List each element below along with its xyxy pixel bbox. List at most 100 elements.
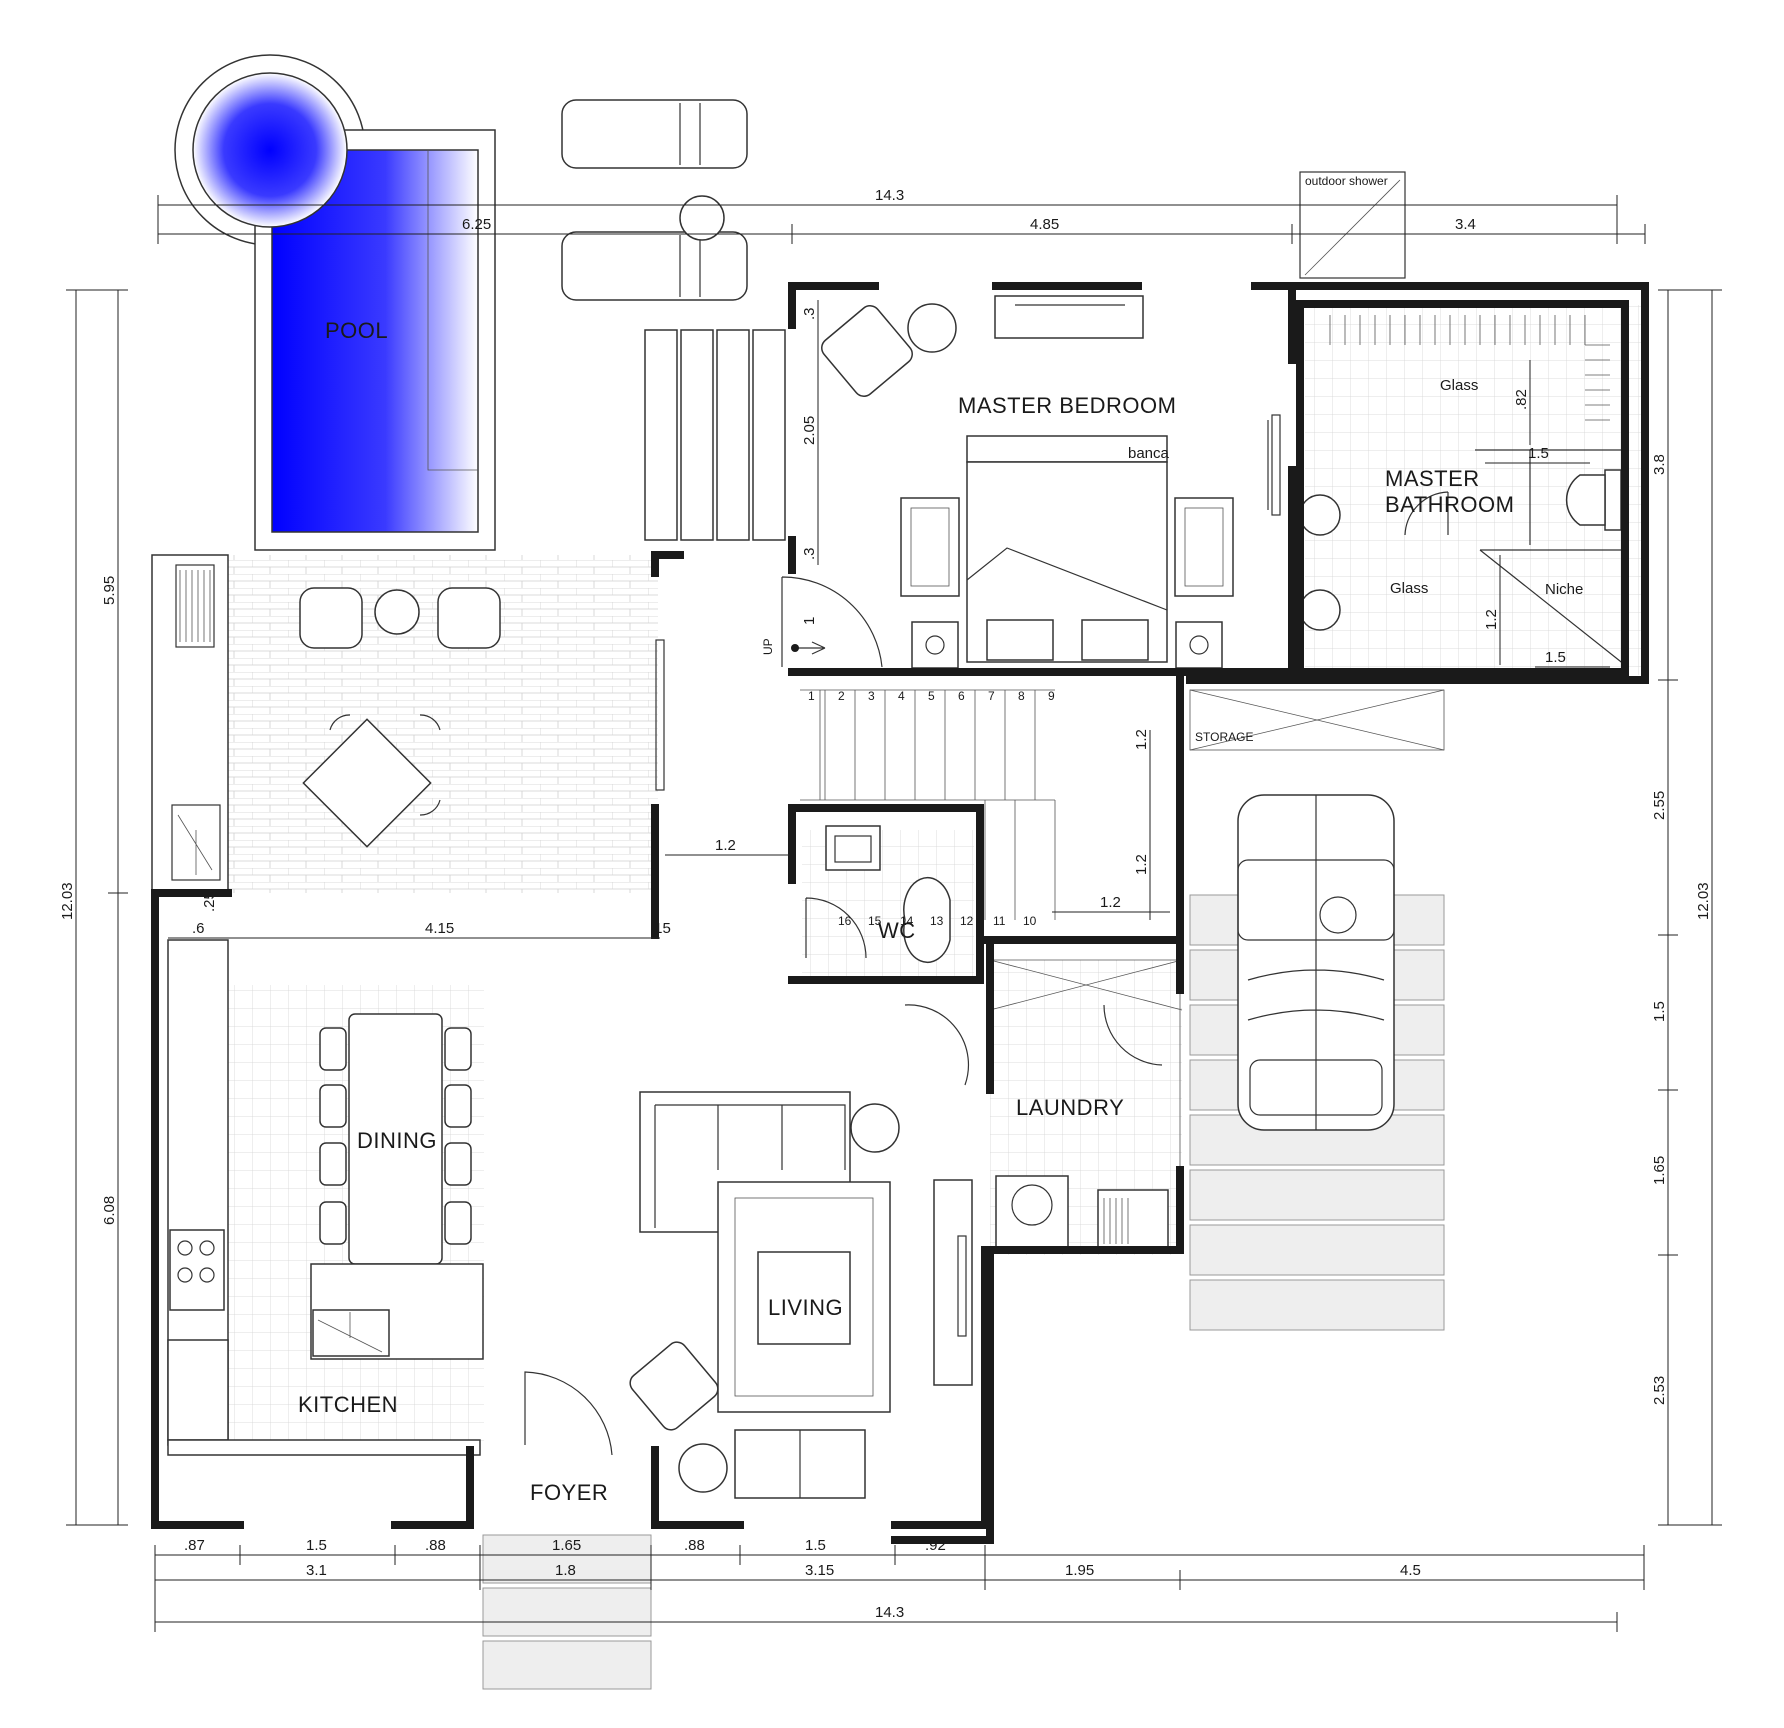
- dim-top-c: 3.4: [1455, 216, 1476, 233]
- dim-top-a: 6.25: [462, 216, 491, 233]
- master-bathroom-label-1: MASTER: [1385, 466, 1480, 491]
- master-bathroom-label-2: BATHROOM: [1385, 492, 1514, 517]
- stair-numbers: 1 2 3 4 5 6 7 8 9 10 11 12 13 14 15 16: [808, 689, 1055, 928]
- island-sink: [312, 1309, 390, 1357]
- step-number: 8: [1018, 689, 1025, 703]
- nightstand: [911, 621, 959, 669]
- dim-bottom-r2-1: 3.1: [306, 1562, 327, 1579]
- entry-pavers: [482, 1534, 652, 1690]
- dim-bed-1: 1: [801, 617, 818, 625]
- dim-bottom-1: .87: [184, 1537, 205, 1554]
- dim-bottom-3: .88: [425, 1537, 446, 1554]
- living-label: LIVING: [768, 1295, 843, 1320]
- living-side-table-2: [678, 1443, 728, 1493]
- terrace-chair: [437, 587, 501, 649]
- dim-bath-15-top: 1.5: [1528, 445, 1549, 462]
- lounger: [561, 99, 748, 169]
- terrace: [151, 554, 665, 894]
- laundry-label: LAUNDRY: [1016, 1095, 1124, 1120]
- step-number: 5: [928, 689, 935, 703]
- terrace-chair: [299, 587, 363, 649]
- dim-bath-12: 1.2: [1483, 609, 1500, 630]
- pillow: [1081, 619, 1149, 661]
- dimension-lines: [66, 195, 1722, 1632]
- tv-console: [994, 295, 1144, 339]
- dim-right-e: 2.53: [1651, 1376, 1668, 1405]
- dim-bottom-r2-2: 1.8: [555, 1562, 576, 1579]
- spa-water: [192, 72, 348, 228]
- step-number: 7: [988, 689, 995, 703]
- step-number: 12: [960, 914, 974, 928]
- dim-bottom-r2-5: 4.5: [1400, 1562, 1421, 1579]
- step-number: 3: [868, 689, 875, 703]
- side-table: [679, 195, 725, 241]
- pool-area: POOL: [174, 54, 496, 551]
- fridge: [167, 1339, 229, 1441]
- dim-left-b: 6.08: [101, 1196, 118, 1225]
- dim-left-a: 5.95: [101, 576, 118, 605]
- wc-sink: [825, 825, 881, 871]
- dining-kitchen: [167, 939, 484, 1456]
- nightstand: [1175, 621, 1223, 669]
- dim-bottom-r2-4: 1.95: [1065, 1562, 1094, 1579]
- dim-right-b: 2.55: [1651, 791, 1668, 820]
- step-number: 11: [993, 914, 1006, 928]
- step-number: 10: [1023, 914, 1037, 928]
- cooktop: [169, 1229, 225, 1311]
- pool-label: POOL: [325, 318, 388, 343]
- dim-bath-082: .82: [1513, 389, 1530, 410]
- outdoor-shower-label: outdoor shower: [1305, 174, 1388, 188]
- dim-terrace-025: .25: [201, 891, 218, 912]
- terrace-dining-table: [302, 718, 432, 848]
- sun-loungers: [561, 99, 748, 301]
- laundry-fixtures: [904, 959, 1183, 1252]
- coffee-table: [757, 1251, 851, 1345]
- dim-top-total: 14.3: [875, 187, 904, 204]
- rug: [1174, 497, 1234, 597]
- armchair: [821, 305, 913, 397]
- dim-bottom-6: 1.5: [805, 1537, 826, 1554]
- dim-bath-15-bot: 1.5: [1545, 649, 1566, 666]
- step-number: 1: [808, 689, 815, 703]
- banca-bench: [966, 435, 1168, 463]
- dim-bottom-5: .88: [684, 1537, 705, 1554]
- dim-terrace-06: .6: [192, 920, 205, 937]
- doors: [524, 420, 1269, 1456]
- dim-stair-12-c: 1.2: [1100, 894, 1121, 911]
- step-number: 9: [1048, 689, 1055, 703]
- dim-top-b: 4.85: [1030, 216, 1059, 233]
- laundry-sink: [1097, 1189, 1169, 1251]
- dim-stair-12-b: 1.2: [1133, 854, 1150, 875]
- living-furniture: [629, 1091, 973, 1499]
- washer: [995, 1175, 1069, 1252]
- outdoor-shower: [1299, 171, 1406, 279]
- dining-label: DINING: [357, 1128, 437, 1153]
- dim-right-total: 12.03: [1695, 882, 1712, 920]
- step-number: 2: [838, 689, 845, 703]
- dim-bed-03-top: .3: [801, 307, 818, 320]
- step-number: 6: [958, 689, 965, 703]
- storage-area: [1189, 689, 1445, 751]
- toilet-tank: [1604, 469, 1622, 531]
- dim-bottom-total: 14.3: [875, 1604, 904, 1621]
- glass-label-bottom: Glass: [1390, 580, 1428, 597]
- dim-right-d: 1.65: [1651, 1156, 1668, 1185]
- dimension-labels: 14.3 6.25 4.85 3.4 12.03 5.95 6.08 12.03…: [59, 187, 1712, 1621]
- niche-label: Niche: [1545, 581, 1583, 598]
- dim-left-total: 12.03: [59, 882, 76, 920]
- dim-stair-12-a: 1.2: [1133, 729, 1150, 750]
- master-bedroom-label: MASTER BEDROOM: [958, 393, 1176, 418]
- step-number: 4: [898, 689, 905, 703]
- glass-label-top: Glass: [1440, 377, 1478, 394]
- deck-boards: [644, 329, 786, 541]
- dim-terrace-415: 4.15: [425, 920, 454, 937]
- dim-right-a: 3.8: [1651, 454, 1668, 475]
- dim-bottom-r2-3: 3.15: [805, 1562, 834, 1579]
- vanity-sink: [1299, 494, 1341, 536]
- dim-bed-03-bot: .3: [801, 547, 818, 560]
- dim-terrace-12: 1.2: [715, 837, 736, 854]
- step-number: 13: [930, 914, 944, 928]
- storage-label: STORAGE: [1195, 730, 1253, 744]
- staircase: [791, 641, 1056, 920]
